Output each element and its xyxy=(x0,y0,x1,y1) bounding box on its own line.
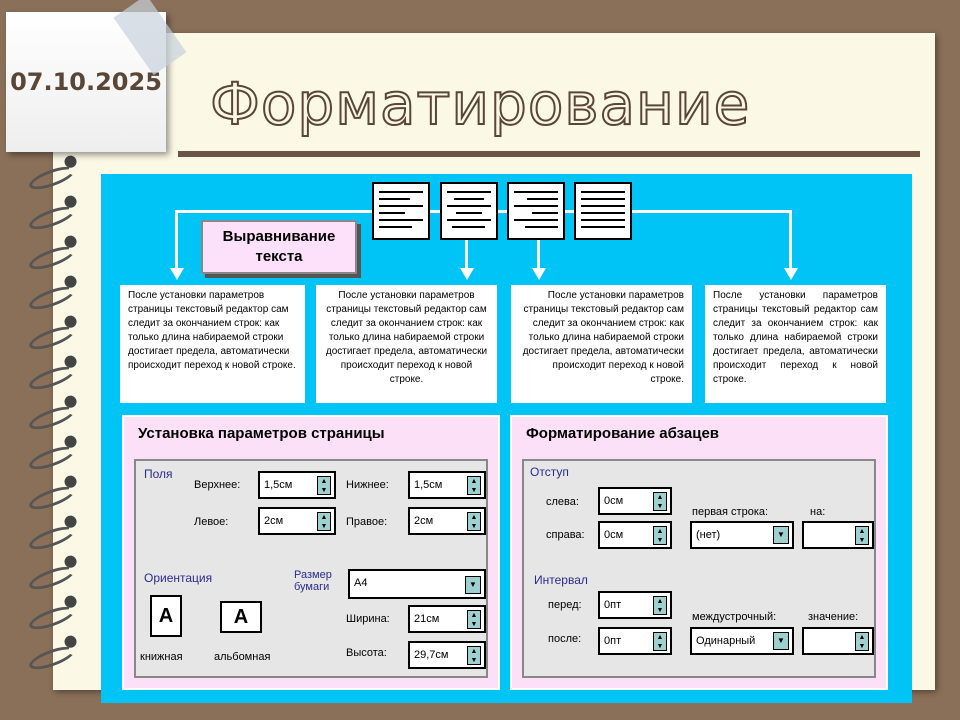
width-input[interactable]: 21см ▲▼ xyxy=(408,605,486,633)
align-right-icon[interactable] xyxy=(507,182,565,240)
date: 07.10.2025 xyxy=(10,68,162,96)
spinner-icon[interactable]: ▲▼ xyxy=(317,512,331,531)
value-label: значение: xyxy=(808,611,859,623)
paper-size-select[interactable]: А4 ▼ xyxy=(348,569,486,599)
before-label: перед: xyxy=(548,599,582,611)
line-spacing-select[interactable]: Одинарный ▼ xyxy=(690,627,794,655)
text-example-left: После установки параметров страницы текс… xyxy=(120,285,305,403)
height-label: Высота: xyxy=(346,647,387,659)
value: 1,5см xyxy=(264,479,293,491)
bottom-margin-input[interactable]: 1,5см ▲▼ xyxy=(408,471,486,499)
value: 2см xyxy=(414,515,434,527)
arrow-down-icon xyxy=(460,268,474,280)
portrait-label: книжная xyxy=(140,651,183,663)
page-setup-panel: Установка параметров страницы Поля Верхн… xyxy=(122,415,500,690)
bottom-label: Нижнее: xyxy=(346,479,389,491)
right-label: Правое: xyxy=(346,516,388,528)
value: 21см xyxy=(414,613,440,625)
after-label: после: xyxy=(548,633,582,645)
height-input[interactable]: 29,7см ▲▼ xyxy=(408,641,486,669)
spinner-icon[interactable]: ▲▼ xyxy=(653,596,667,615)
by-label: на: xyxy=(810,506,826,518)
panel-title: Форматирование абзацев xyxy=(526,425,720,442)
page-setup-group: Поля Верхнее: 1,5см ▲▼ Нижнее: 1,5см ▲▼ Ле… xyxy=(134,459,488,678)
spinner-icon[interactable]: ▲▼ xyxy=(855,632,869,651)
value: А4 xyxy=(354,577,368,589)
value: 0пт xyxy=(604,599,622,611)
spinner-icon[interactable]: ▲▼ xyxy=(653,492,667,511)
first-line-select[interactable]: (нет) ▼ xyxy=(690,521,794,549)
top-label: Верхнее: xyxy=(194,479,241,491)
arrow-down-icon xyxy=(532,268,546,280)
dropdown-arrow-icon[interactable]: ▼ xyxy=(465,576,481,594)
width-label: Ширина: xyxy=(346,613,390,625)
spacing-label: Интервал xyxy=(534,573,588,587)
connector-line xyxy=(537,210,540,270)
left-label: Левое: xyxy=(194,516,229,528)
arrow-down-icon xyxy=(170,268,184,280)
paper-size-label: Размер бумаги xyxy=(294,569,332,593)
spacing-before-input[interactable]: 0пт ▲▼ xyxy=(598,591,672,619)
spinner-icon[interactable]: ▲▼ xyxy=(855,526,869,545)
value: 0см xyxy=(604,495,624,507)
title-underline xyxy=(178,151,920,157)
first-line-label: первая строка: xyxy=(692,506,769,518)
spacing-after-input[interactable]: 0пт ▲▼ xyxy=(598,627,672,655)
line-spacing-label: междустрочный: xyxy=(692,611,777,623)
first-line-by-input[interactable]: ▲▼ xyxy=(802,521,874,549)
text-example-center: После установки параметров страницы текс… xyxy=(316,285,497,403)
slide-title: Форматирование xyxy=(209,69,751,139)
arrow-down-icon xyxy=(784,268,798,280)
alignment-callout: Выравнивание текста xyxy=(201,220,357,274)
indent-right-label: справа: xyxy=(546,529,585,541)
text-example-right: После установки параметров страницы текс… xyxy=(511,285,692,403)
connector-line xyxy=(175,210,178,270)
line-spacing-value-input[interactable]: ▲▼ xyxy=(802,627,874,655)
landscape-label: альбомная xyxy=(214,651,271,663)
value: 0пт xyxy=(604,635,622,647)
spinner-icon[interactable]: ▲▼ xyxy=(467,476,481,495)
connector-line xyxy=(789,210,792,270)
orientation-label: Ориентация xyxy=(144,571,213,585)
connector-line xyxy=(465,210,468,270)
margins-label: Поля xyxy=(144,467,173,481)
spinner-icon[interactable]: ▲▼ xyxy=(467,512,481,531)
paragraph-panel: Форматирование абзацев Отступ слева: 0см… xyxy=(510,415,888,690)
indent-left-label: слева: xyxy=(546,496,579,508)
dropdown-arrow-icon[interactable]: ▼ xyxy=(773,632,789,650)
paragraph-group: Отступ слева: 0см ▲▼ справа: 0см ▲▼ первая… xyxy=(522,459,876,678)
indent-left-input[interactable]: 0см ▲▼ xyxy=(598,487,672,515)
text-example-justify: После установки параметров страницы текс… xyxy=(705,285,886,403)
value: 2см xyxy=(264,515,284,527)
right-margin-input[interactable]: 2см ▲▼ xyxy=(408,507,486,535)
spinner-icon[interactable]: ▲▼ xyxy=(653,526,667,545)
spinner-icon[interactable]: ▲▼ xyxy=(467,646,481,665)
top-margin-input[interactable]: 1,5см ▲▼ xyxy=(258,471,336,499)
align-center-icon[interactable] xyxy=(440,182,498,240)
align-left-icon[interactable] xyxy=(372,182,430,240)
spinner-icon[interactable]: ▲▼ xyxy=(653,632,667,651)
spinner-icon[interactable]: ▲▼ xyxy=(467,610,481,629)
left-margin-input[interactable]: 2см ▲▼ xyxy=(258,507,336,535)
diagram-area: После установки параметров страницы текс… xyxy=(101,174,912,703)
indent-right-input[interactable]: 0см ▲▼ xyxy=(598,521,672,549)
dropdown-arrow-icon[interactable]: ▼ xyxy=(773,526,789,544)
portrait-icon[interactable]: А xyxy=(150,595,182,637)
align-justify-icon[interactable] xyxy=(574,182,632,240)
value: 29,7см xyxy=(414,649,449,661)
value: 1,5см xyxy=(414,479,443,491)
landscape-icon[interactable]: А xyxy=(220,601,262,633)
panel-title: Установка параметров страницы xyxy=(138,425,385,442)
indent-label: Отступ xyxy=(530,465,569,479)
value: 0см xyxy=(604,529,624,541)
value: Одинарный xyxy=(696,635,756,647)
spinner-icon[interactable]: ▲▼ xyxy=(317,476,331,495)
value: (нет) xyxy=(696,529,721,541)
